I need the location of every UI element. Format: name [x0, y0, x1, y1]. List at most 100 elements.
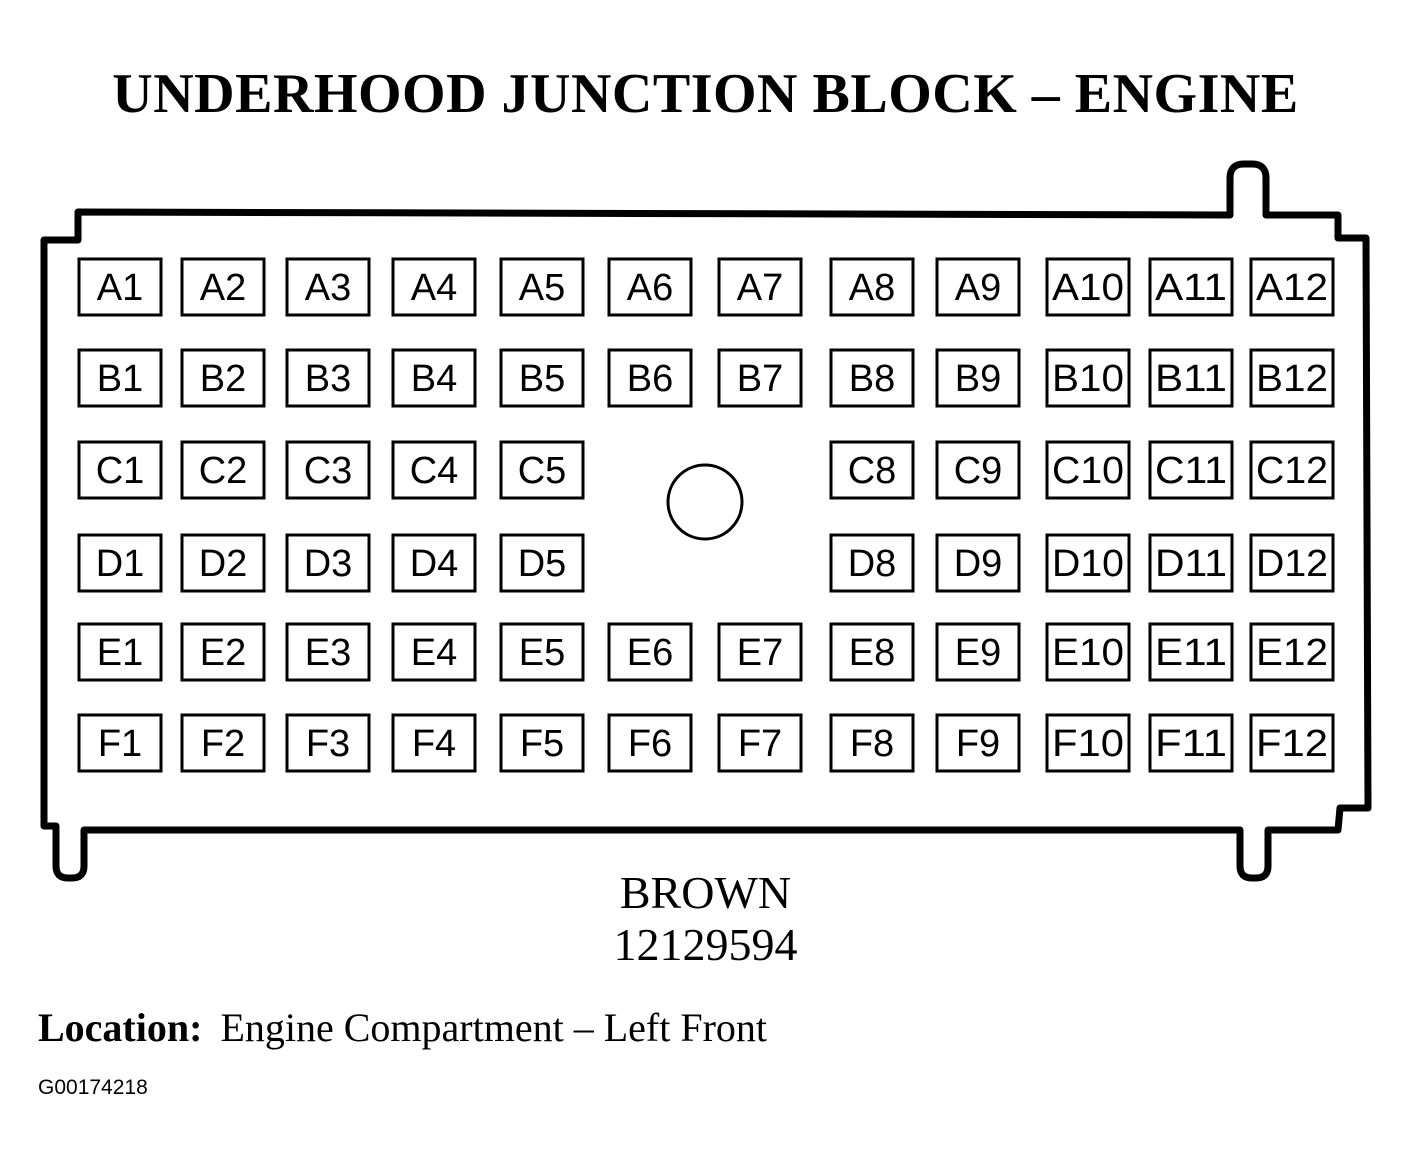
pin-cavity-b8: B8: [829, 348, 915, 408]
pin-box: [180, 348, 266, 408]
pin-cavity-c12: C12: [1249, 440, 1335, 500]
pin-label: B4: [411, 358, 457, 400]
pin-cavity-b9: B9: [935, 348, 1021, 408]
pin-box: [499, 348, 585, 408]
pin-box: [829, 622, 915, 682]
pin-box: [285, 348, 371, 408]
figure-id: G00174218: [38, 1076, 148, 1099]
pin-cavity-c10: C10: [1045, 440, 1131, 500]
pin-box: [607, 348, 693, 408]
pin-box: [391, 533, 477, 593]
pin-box: [285, 622, 371, 682]
pin-label: F8: [850, 723, 894, 765]
pin-label: E7: [737, 632, 783, 674]
pin-cavity-a3: A3: [285, 257, 371, 317]
pin-cavity-d3: D3: [285, 533, 371, 593]
pin-box: [1249, 622, 1335, 682]
pin-cavity-d10: D10: [1045, 533, 1131, 593]
pin-label: F6: [628, 723, 672, 765]
pin-label: A12: [1256, 267, 1328, 309]
pin-box: [1148, 713, 1234, 773]
pin-box: [285, 440, 371, 500]
pin-label: F7: [738, 723, 782, 765]
pin-label: A5: [519, 267, 565, 309]
pin-box: [1045, 622, 1131, 682]
junction-block-outline: [40, 160, 1372, 882]
pin-cavity-f1: F1: [77, 713, 163, 773]
pin-box: [180, 533, 266, 593]
pin-box: [935, 348, 1021, 408]
pin-box: [717, 348, 803, 408]
pin-label: F10: [1052, 723, 1124, 765]
pin-label: B3: [305, 358, 351, 400]
pin-box: [935, 257, 1021, 317]
pin-label: D4: [410, 543, 459, 585]
pin-cavity-a6: A6: [607, 257, 693, 317]
pin-box: [499, 533, 585, 593]
pin-label: B10: [1052, 358, 1124, 400]
pin-label: F2: [201, 723, 245, 765]
pin-box: [391, 257, 477, 317]
pin-label: A8: [849, 267, 895, 309]
pin-label: C5: [518, 450, 567, 492]
pin-label: F4: [412, 723, 456, 765]
pin-box: [1249, 713, 1335, 773]
pin-box: [77, 257, 163, 317]
pin-cavity-e1: E1: [77, 622, 163, 682]
pin-box: [607, 713, 693, 773]
pin-box: [1045, 440, 1131, 500]
pin-cavity-e5: E5: [499, 622, 585, 682]
pin-label: B8: [849, 358, 895, 400]
pin-box: [391, 348, 477, 408]
pin-cavity-c4: C4: [391, 440, 477, 500]
pin-cavity-f12: F12: [1249, 713, 1335, 773]
pin-box: [1045, 348, 1131, 408]
pin-box: [1045, 533, 1131, 593]
pin-cavity-e2: E2: [180, 622, 266, 682]
pin-cavity-b10: B10: [1045, 348, 1131, 408]
pin-box: [1249, 348, 1335, 408]
location-value: Engine Compartment – Left Front: [220, 1005, 767, 1050]
location-label: Location:: [38, 1005, 203, 1050]
pin-label: C10: [1052, 450, 1124, 492]
pin-label: E2: [200, 632, 246, 674]
pin-label: B5: [519, 358, 565, 400]
pin-label: A10: [1052, 267, 1124, 309]
pin-box: [77, 622, 163, 682]
pin-cavity-e11: E11: [1148, 622, 1234, 682]
pin-box: [935, 533, 1021, 593]
pin-label: E8: [849, 632, 895, 674]
pin-box: [285, 713, 371, 773]
pin-label: E10: [1052, 632, 1124, 674]
pin-box: [77, 713, 163, 773]
pin-label: C1: [96, 450, 145, 492]
pin-box: [607, 622, 693, 682]
pin-cavity-a11: A11: [1148, 257, 1234, 317]
pin-box: [499, 622, 585, 682]
pin-label: D12: [1256, 543, 1328, 585]
pin-box: [829, 440, 915, 500]
pin-label: D2: [199, 543, 248, 585]
pin-box: [1148, 348, 1234, 408]
pin-cavity-f3: F3: [285, 713, 371, 773]
pin-label: B1: [97, 358, 143, 400]
pin-label: A7: [737, 267, 783, 309]
pin-cavity-b2: B2: [180, 348, 266, 408]
pin-cavity-f9: F9: [935, 713, 1021, 773]
pin-cavity-b11: B11: [1148, 348, 1234, 408]
pin-box: [717, 622, 803, 682]
pin-label: D8: [848, 543, 897, 585]
pin-box: [1045, 713, 1131, 773]
pin-label: E4: [411, 632, 457, 674]
pin-cavity-b7: B7: [717, 348, 803, 408]
pin-box: [829, 713, 915, 773]
pin-cavity-d4: D4: [391, 533, 477, 593]
pin-box: [1148, 440, 1234, 500]
pin-box: [1249, 440, 1335, 500]
pin-label: A2: [200, 267, 246, 309]
pin-label: E12: [1256, 632, 1328, 674]
pin-box: [829, 257, 915, 317]
pin-label: D3: [304, 543, 353, 585]
pin-cavity-c8: C8: [829, 440, 915, 500]
